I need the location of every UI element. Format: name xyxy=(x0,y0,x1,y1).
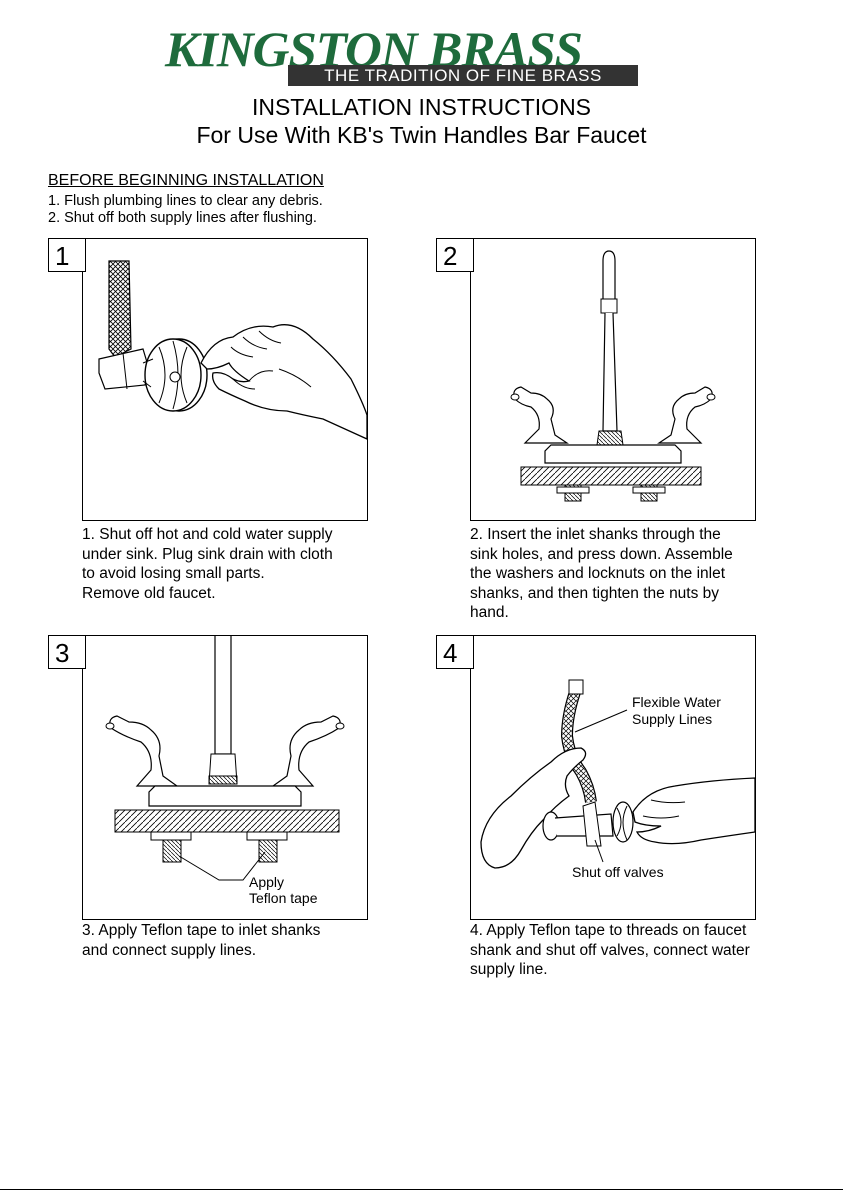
step-1-drawing xyxy=(98,260,367,440)
caption-line: 4. Apply Teflon tape to threads on fauce… xyxy=(470,922,747,939)
step-3-label-teflon: Teflon tape xyxy=(249,890,318,906)
caption-line: shanks, and then tighten the nuts by xyxy=(470,584,720,602)
step-2-caption: 2. Insert the inlet shanks through the s… xyxy=(470,525,790,623)
step-2-illustration xyxy=(470,238,756,521)
step-4-label-valves: Shut off valves xyxy=(572,864,664,880)
step-2-number: 2 xyxy=(436,238,474,272)
step-3-caption: 3. Apply Teflon tape to inlet shanks and… xyxy=(82,921,382,960)
caption-line: 2. Insert the inlet shanks through the xyxy=(470,526,721,543)
caption-line: sink holes, and press down. Assemble xyxy=(470,545,733,563)
page-bottom-rule xyxy=(0,1189,843,1190)
step-2-drawing xyxy=(510,250,716,502)
step-1-number: 1 xyxy=(48,238,86,272)
step-4-label-flex-2: Supply Lines xyxy=(632,711,713,727)
caption-line: and connect supply lines. xyxy=(82,941,257,959)
doc-subtitle: For Use With KB's Twin Handles Bar Fauce… xyxy=(196,122,647,148)
caption-line: shank and shut off valves, connect water xyxy=(470,941,750,959)
step-4-illustration: Flexible Water Supply Lines Shut off val… xyxy=(470,635,756,920)
before-item-1: 1. Flush plumbing lines to clear any deb… xyxy=(48,193,323,209)
brand-logo: KINGSTON BRASS THE TRADITION OF FINE BRA… xyxy=(165,24,638,88)
caption-line: hand. xyxy=(470,604,509,621)
brand-tagline: THE TRADITION OF FINE BRASS xyxy=(288,65,638,86)
caption-line: 1. Shut off hot and cold water supply xyxy=(82,526,333,543)
doc-title: INSTALLATION INSTRUCTIONS xyxy=(251,94,592,120)
caption-line: under sink. Plug sink drain with cloth xyxy=(82,545,333,563)
step-4-caption: 4. Apply Teflon tape to threads on fauce… xyxy=(470,921,810,980)
caption-line: to avoid losing small parts. xyxy=(82,565,265,582)
before-item-2: 2. Shut off both supply lines after flus… xyxy=(48,210,317,226)
step-1-illustration xyxy=(82,238,368,521)
step-3-label-apply: Apply xyxy=(249,874,285,890)
step-4-drawing xyxy=(480,679,755,869)
step-4-label-flex-1: Flexible Water xyxy=(632,694,721,710)
step-3-number: 3 xyxy=(48,635,86,669)
step-3-drawing xyxy=(105,636,345,881)
step-3-illustration: Apply Teflon tape xyxy=(82,635,368,920)
step-1-caption: 1. Shut off hot and cold water supply un… xyxy=(82,525,382,603)
caption-line: Remove old faucet. xyxy=(82,584,216,602)
before-heading: BEFORE BEGINNING INSTALLATION xyxy=(48,172,324,189)
caption-line: 3. Apply Teflon tape to inlet shanks xyxy=(82,922,321,939)
caption-line: the washers and locknuts on the inlet xyxy=(470,565,726,582)
step-4-number: 4 xyxy=(436,635,474,669)
caption-line: supply line. xyxy=(470,961,548,978)
